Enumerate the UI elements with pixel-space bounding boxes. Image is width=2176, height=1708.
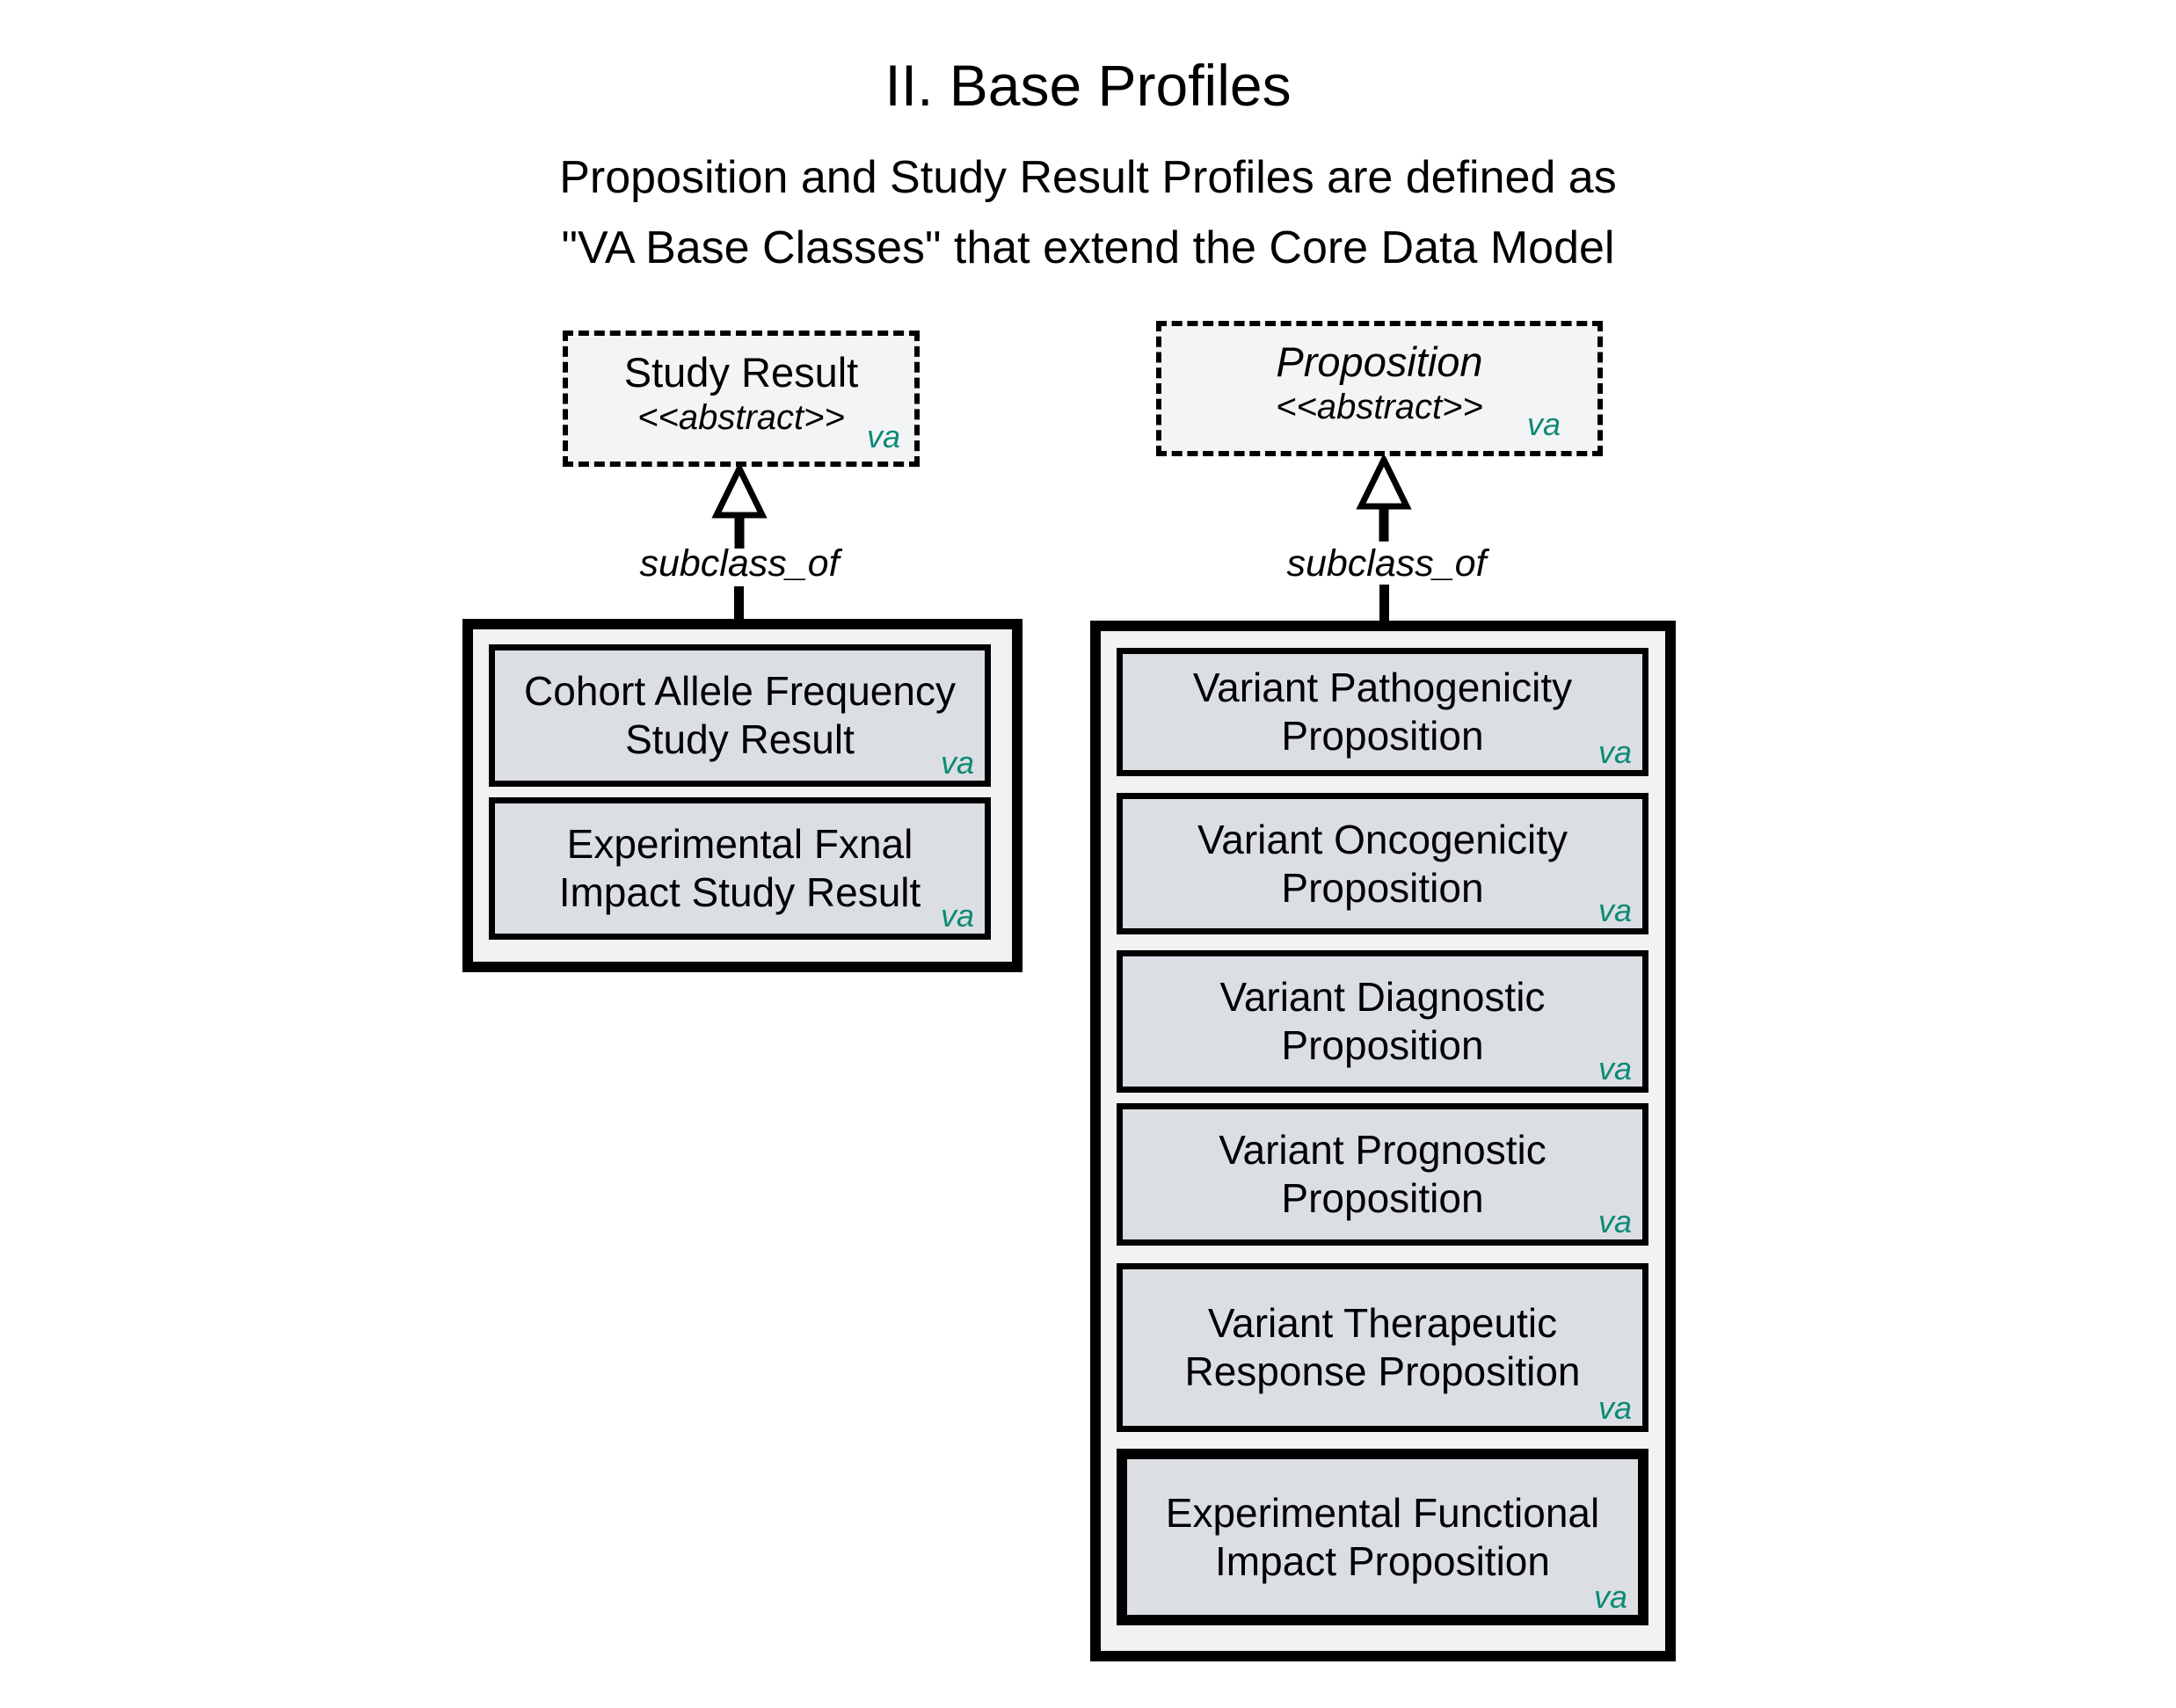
class-name-line: Variant Therapeutic: [1207, 1300, 1558, 1346]
va-badge: va: [1597, 1390, 1632, 1426]
arrow-stem-upper: [1379, 506, 1389, 541]
class-name-line: Variant Oncogenicity: [1197, 816, 1568, 862]
class-name-line: Cohort Allele Frequency: [524, 668, 956, 714]
hollow-triangle-icon: [711, 465, 768, 519]
subclass-of-label-left: subclass_of: [639, 542, 840, 585]
class-name: Proposition: [1276, 338, 1483, 385]
arrow-stem-upper: [734, 515, 745, 549]
va-badge: va: [940, 745, 974, 781]
inheritance-arrow-left: [711, 465, 768, 549]
va-badge: va: [1593, 1579, 1627, 1615]
va-badge: va: [1597, 1203, 1632, 1239]
class-name-line: Experimental Functional: [1165, 1489, 1600, 1536]
proposition-subclass-group: Variant Pathogenicity Proposition va Var…: [1090, 621, 1676, 1661]
class-name-line: Study Result: [625, 716, 855, 762]
variant-prognostic-proposition-box: Variant Prognostic Proposition va: [1117, 1103, 1648, 1246]
class-name-line: Proposition: [1281, 864, 1484, 911]
class-name-line: Proposition: [1281, 1022, 1484, 1068]
class-name-line: Experimental Fxnal: [566, 821, 913, 867]
subtitle-line-1: Proposition and Study Result Profiles ar…: [559, 152, 1617, 203]
class-name-line: Impact Study Result: [558, 869, 921, 915]
page-title: II. Base Profiles: [884, 53, 1292, 118]
variant-diagnostic-proposition-box: Variant Diagnostic Proposition va: [1117, 950, 1648, 1093]
subclass-of-label-right: subclass_of: [1286, 542, 1487, 585]
inheritance-arrow-right: [1356, 456, 1412, 541]
variant-oncogenicity-proposition-box: Variant Oncogenicity Proposition va: [1117, 793, 1648, 934]
class-name-line: Response Proposition: [1184, 1348, 1581, 1394]
class-name: Study Result: [623, 348, 859, 396]
experimental-functional-impact-proposition-box: Experimental Functional Impact Propositi…: [1117, 1449, 1648, 1625]
va-badge: va: [1597, 892, 1632, 928]
variant-therapeutic-response-proposition-box: Variant Therapeutic Response Proposition…: [1117, 1263, 1648, 1432]
cohort-allele-frequency-study-result-box: Cohort Allele Frequency Study Result va: [489, 644, 991, 787]
class-name-line: Impact Proposition: [1215, 1537, 1550, 1584]
class-name-line: Proposition: [1281, 1175, 1484, 1221]
va-badge: va: [866, 418, 900, 454]
subtitle-line-2: "VA Base Classes" that extend the Core D…: [561, 222, 1615, 273]
arrow-stem-lower-right: [1379, 585, 1389, 621]
class-name-line: Variant Prognostic: [1219, 1127, 1546, 1173]
proposition-abstract-class: Proposition <<abstract>> va: [1156, 321, 1603, 456]
class-name-line: Variant Diagnostic: [1219, 974, 1546, 1020]
va-badge: va: [1597, 1050, 1632, 1087]
class-name-line: Variant Pathogenicity: [1192, 665, 1573, 710]
class-name-line: Proposition: [1281, 713, 1484, 759]
hollow-triangle-icon: [1356, 456, 1412, 510]
abstract-stereotype: <<abstract>>: [1276, 388, 1483, 426]
variant-pathogenicity-proposition-box: Variant Pathogenicity Proposition va: [1117, 648, 1648, 776]
arrow-stem-lower-left: [734, 586, 744, 619]
va-badge: va: [1597, 734, 1632, 770]
va-badge: va: [940, 898, 974, 934]
study-result-subclass-group: Cohort Allele Frequency Study Result va …: [462, 619, 1023, 972]
va-badge: va: [1526, 406, 1561, 442]
abstract-stereotype: <<abstract>>: [637, 397, 845, 437]
experimental-fxnal-impact-study-result-box: Experimental Fxnal Impact Study Result v…: [489, 797, 991, 940]
study-result-abstract-class: Study Result <<abstract>> va: [563, 331, 920, 467]
